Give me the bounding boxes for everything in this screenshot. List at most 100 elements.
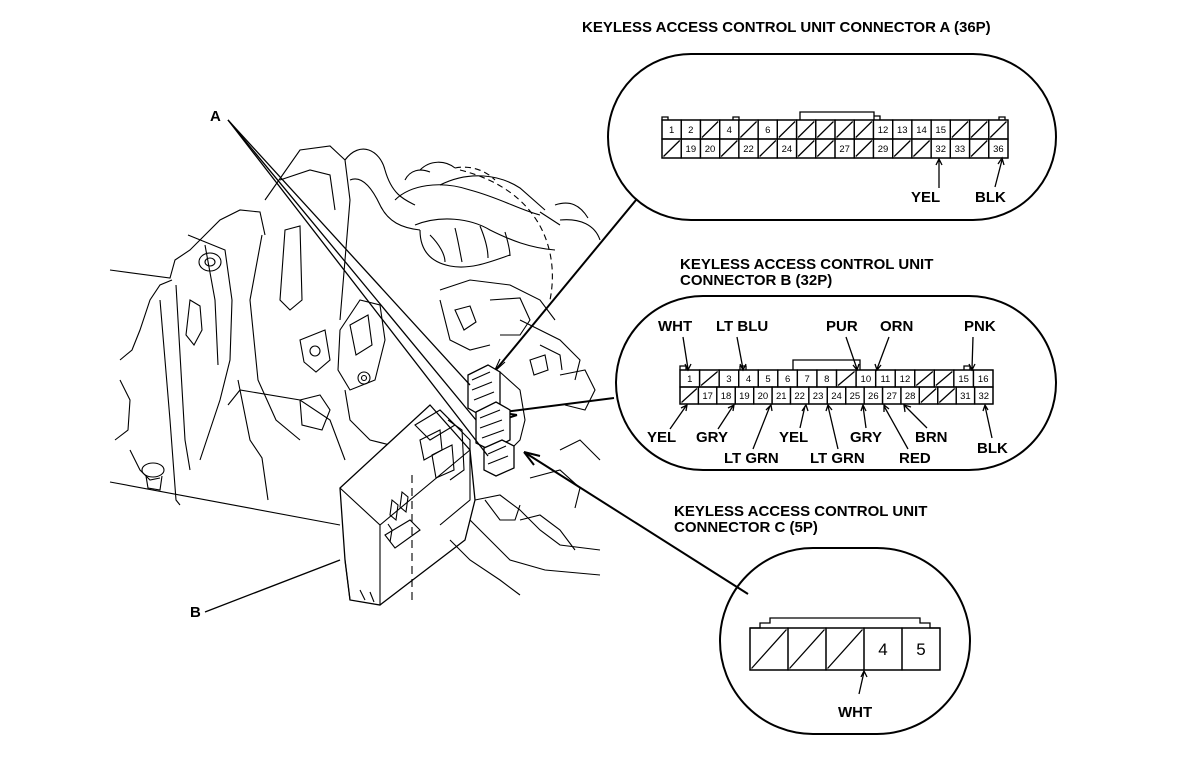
connector-b-top-pin-5: 5	[757, 369, 779, 388]
connector-b-top-pin-11: 11	[874, 369, 896, 388]
connector-b-top-pin-blank-8	[835, 369, 857, 388]
wire-b-gry-26: GRY	[850, 429, 882, 446]
connector-b-bottom-pin-32: 32	[973, 386, 994, 405]
connector-c-pin-blank-2	[825, 627, 865, 671]
connector-b-bottom-pin-label: 32	[979, 391, 990, 402]
connector-a-bottom-pin-blank-0	[661, 138, 682, 159]
connector-b-bottom-pin-28: 28	[900, 386, 921, 405]
dashboard-sketch	[109, 119, 601, 613]
connector-b-bottom-pin-22: 22	[789, 386, 810, 405]
connector-b-title-line1: KEYLESS ACCESS CONTROL UNIT	[680, 256, 933, 273]
connector-b-bottom-pin-31: 31	[955, 386, 976, 405]
connector-a-bottom-pin-blank-7	[795, 138, 817, 159]
blk-leader-b	[982, 403, 993, 439]
connector-c-plug	[483, 439, 515, 477]
wire-b-pnk: PNK	[964, 318, 996, 335]
connector-b-top-pin-blank-1	[698, 369, 720, 388]
connector-a-bottom-pin-blank-3	[719, 138, 740, 159]
yel-leader-b	[669, 403, 688, 430]
connector-b-top-pin-12: 12	[894, 369, 916, 388]
pur-leader-b	[845, 336, 860, 372]
connector-a-outline	[607, 53, 1057, 221]
connector-c-title-line1: KEYLESS ACCESS CONTROL UNIT	[674, 503, 927, 520]
connector-b-top-pin-label: 15	[958, 374, 969, 385]
connector-a-bottom-pin-33: 33	[949, 138, 971, 159]
yel-leader-a	[935, 157, 943, 188]
connector-c-title-line2: CONNECTOR C (5P)	[674, 519, 818, 536]
pointer-lines	[493, 199, 749, 595]
wire-b-blk-32: BLK	[977, 440, 1008, 457]
connector-a-top-pin-blank-17	[988, 119, 1009, 140]
lt-grn-24-leader-b	[825, 403, 839, 450]
connector-b-top-pin-10: 10	[855, 369, 877, 388]
connector-a-top-pin-blank-15	[949, 119, 971, 140]
connector-a-bottom-pin-label: 24	[782, 144, 793, 155]
connector-a-bottom-pin-29: 29	[872, 138, 894, 159]
connector-b-top-pin-8: 8	[816, 369, 838, 388]
connector-a-top-pin-label: 4	[727, 125, 732, 136]
connector-a-bottom-pin-20: 20	[699, 138, 721, 159]
connector-b-bottom-pin-blank-0	[679, 386, 700, 405]
callout-a-leader-3	[227, 119, 489, 457]
connector-a-bottom-pin-22: 22	[738, 138, 759, 159]
connector-b-top-pin-7: 7	[796, 369, 818, 388]
connector-b-top-pin-label: 11	[880, 374, 890, 385]
connector-b-bottom-pin-25: 25	[845, 386, 865, 405]
pointer-line-a	[493, 199, 637, 373]
connector-b-bottom-pin-label: 28	[905, 391, 916, 402]
gry-leader-b	[717, 403, 735, 430]
connector-b-bottom-pin-label: 25	[850, 391, 861, 402]
connector-b-bottom-pin-label: 22	[794, 391, 805, 402]
connector-a-top-pin-blank-4	[738, 119, 759, 140]
connector-b-top-pin-label: 3	[726, 374, 731, 385]
callout-b-leader	[204, 559, 341, 613]
wire-b-lt-blu: LT BLU	[716, 318, 768, 335]
connector-a-top-pin-label: 15	[935, 125, 946, 136]
connector-a-bottom-pin-label: 27	[839, 144, 850, 155]
connector-a-bottom-pin-19: 19	[680, 138, 702, 159]
connector-b-top-pin-label: 4	[746, 374, 751, 385]
connector-a-top-pin-12: 12	[872, 119, 894, 140]
connector-a-bottom-pin-blank-8	[815, 138, 836, 159]
wire-a-yel: YEL	[911, 189, 940, 206]
connector-a-top-pin-blank-16	[968, 119, 990, 140]
connector-a-bottom-pin-blank-12	[892, 138, 913, 159]
connector-b-bottom-pin-label: 20	[758, 391, 769, 402]
wire-b-pur: PUR	[826, 318, 858, 335]
control-unit-body	[339, 404, 476, 606]
connector-a-bottom-pin-blank-16	[968, 138, 990, 159]
lt-blu-leader-b	[736, 336, 747, 372]
connector-c-pin-blank-0	[749, 627, 789, 671]
connector-c-pin-label: 4	[878, 640, 887, 659]
connector-a-bottom-pin-blank-10	[853, 138, 875, 159]
wht-leader-b	[682, 336, 692, 372]
connector-a-bottom-pin-label: 36	[993, 144, 1004, 155]
callout-b: B	[190, 604, 201, 621]
connector-b-top-pin-4: 4	[738, 369, 759, 388]
gry-26-leader-b	[860, 403, 867, 429]
wire-a-blk: BLK	[975, 189, 1006, 206]
connector-b-bottom-pin-label: 27	[886, 391, 897, 402]
connector-b-bottom-pin-label: 21	[776, 391, 787, 402]
wire-b-orn: ORN	[880, 318, 913, 335]
connector-a-bottom-pin-27: 27	[834, 138, 855, 159]
connector-c-pin-5: 5	[901, 627, 941, 671]
connector-a-top-pin-14: 14	[911, 119, 932, 140]
wire-b-lt-grn-24: LT GRN	[810, 450, 865, 467]
connector-b-bottom-pin-label: 18	[721, 391, 732, 402]
connector-a-top-pin-15: 15	[930, 119, 951, 140]
wire-c-wht: WHT	[838, 704, 872, 721]
connector-a-bottom-pin-label: 29	[878, 144, 889, 155]
connector-b-bottom-pin-19: 19	[734, 386, 755, 405]
connector-b-outline	[615, 295, 1057, 471]
wire-b-yel-23: YEL	[779, 429, 808, 446]
connector-b-bottom-pin-label: 19	[739, 391, 750, 402]
connector-b-top-pin-label: 12	[900, 374, 911, 385]
connector-c-pin-4: 4	[863, 627, 903, 671]
